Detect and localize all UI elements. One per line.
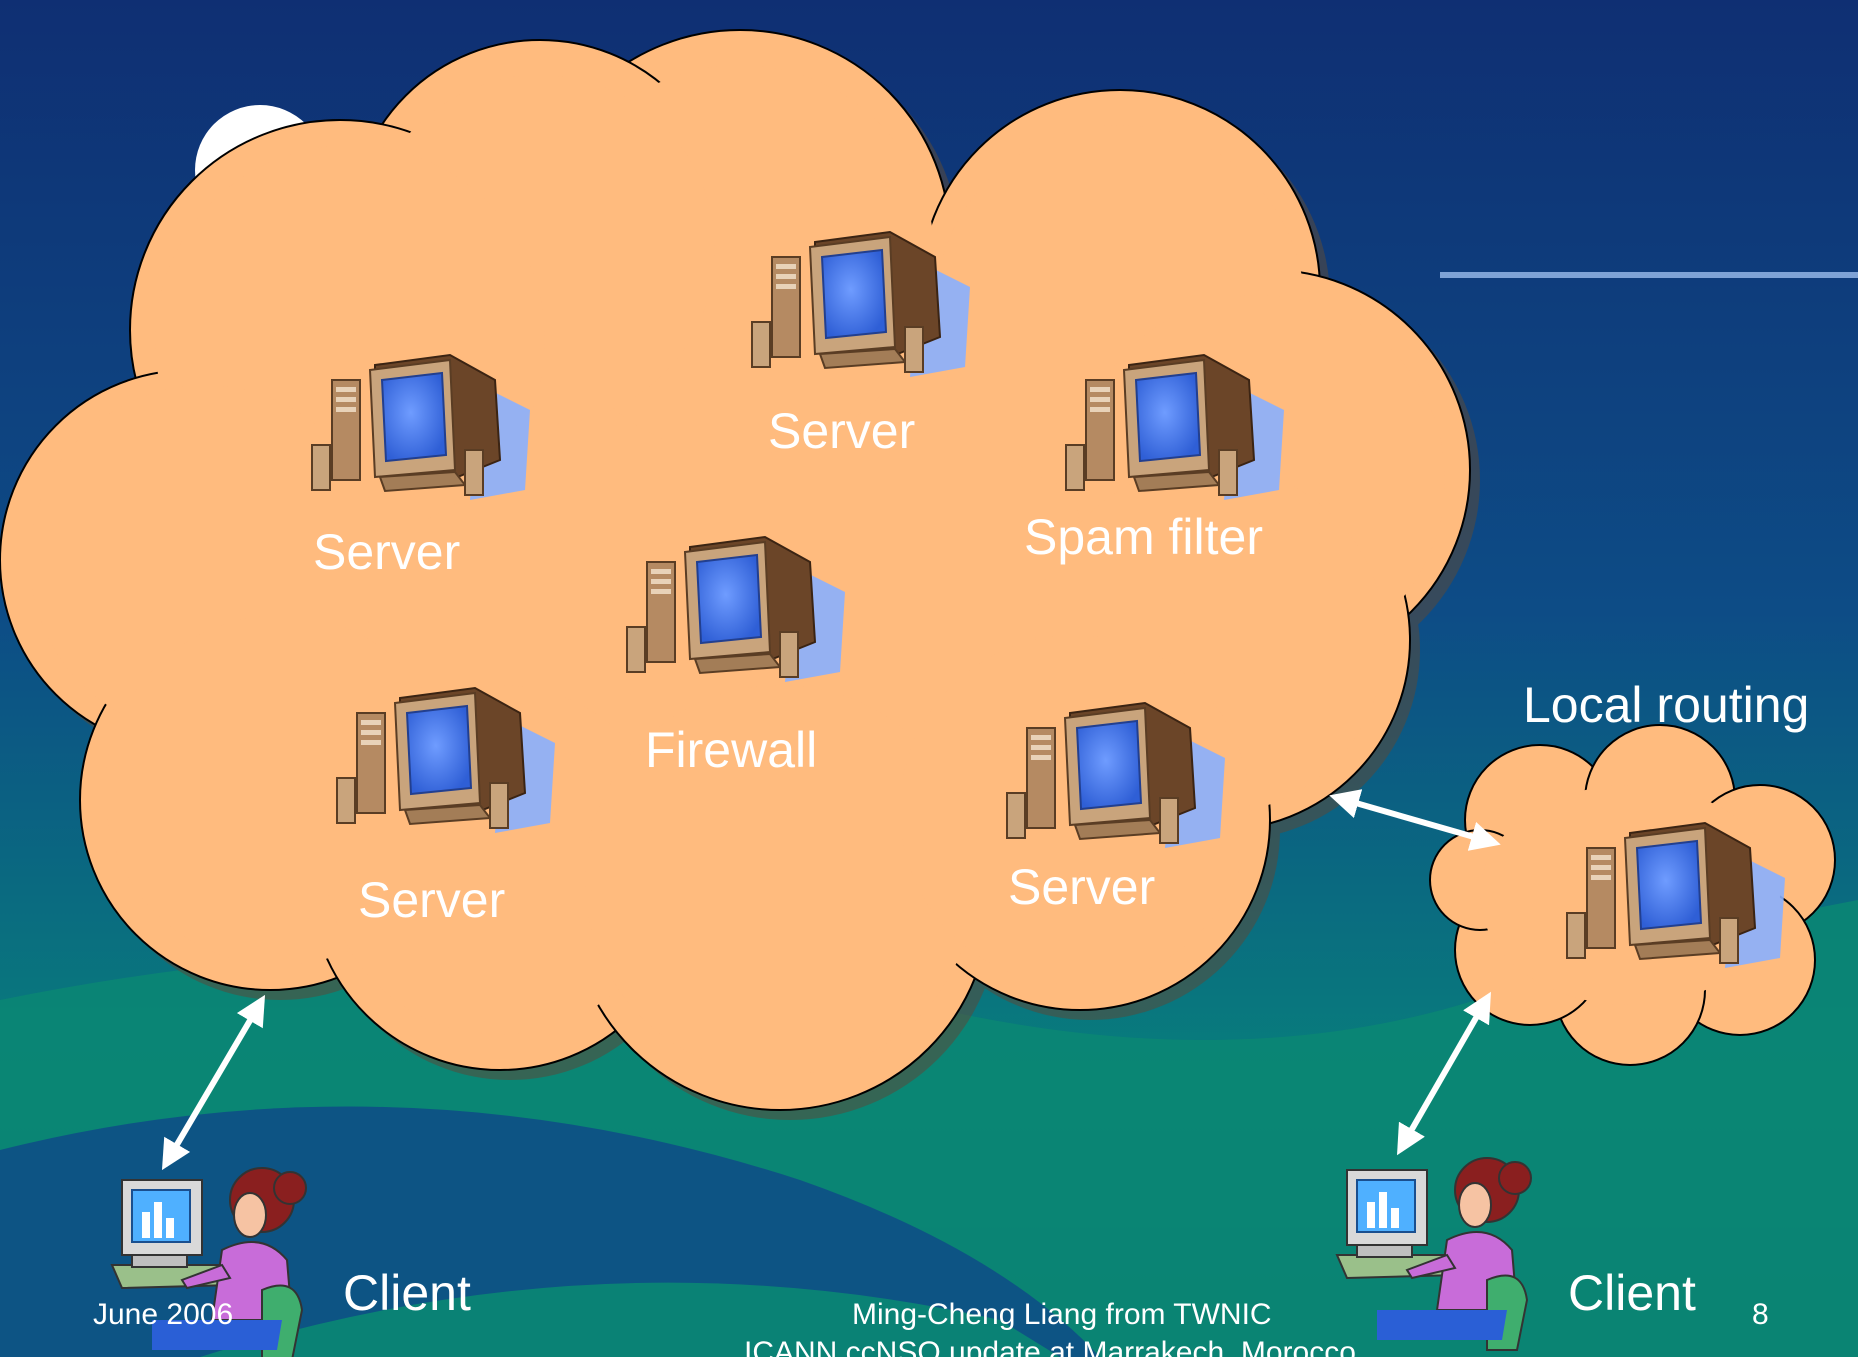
cloud-to-client-left-arrow xyxy=(161,994,266,1171)
server-bottom-left-label: Server xyxy=(358,872,506,928)
background-swoosh-light xyxy=(200,1282,1060,1357)
footer-author: Ming-Cheng Liang from TWNIC xyxy=(852,1298,1272,1331)
footer-event: ICANN ccNSO update at Marrakech, Morocco xyxy=(744,1336,1356,1369)
decorative-rule xyxy=(1440,272,1858,278)
server-bottom-right-label: Server xyxy=(1008,859,1156,915)
spam-filter-label: Spam filter xyxy=(1024,509,1263,565)
client-left-label: Client xyxy=(343,1265,471,1321)
server-top-label: Server xyxy=(768,403,916,459)
page-number: 8 xyxy=(1752,1298,1769,1331)
local-routing-label: Local routing xyxy=(1523,677,1810,733)
client-right-label: Client xyxy=(1568,1265,1696,1321)
cloud-to-local-routing-arrow xyxy=(1329,789,1501,851)
local-routing-to-client-right-arrow xyxy=(1397,991,1491,1156)
server-left-label: Server xyxy=(313,524,461,580)
firewall-label: Firewall xyxy=(645,722,818,778)
footer-date: June 2006 xyxy=(93,1298,234,1331)
